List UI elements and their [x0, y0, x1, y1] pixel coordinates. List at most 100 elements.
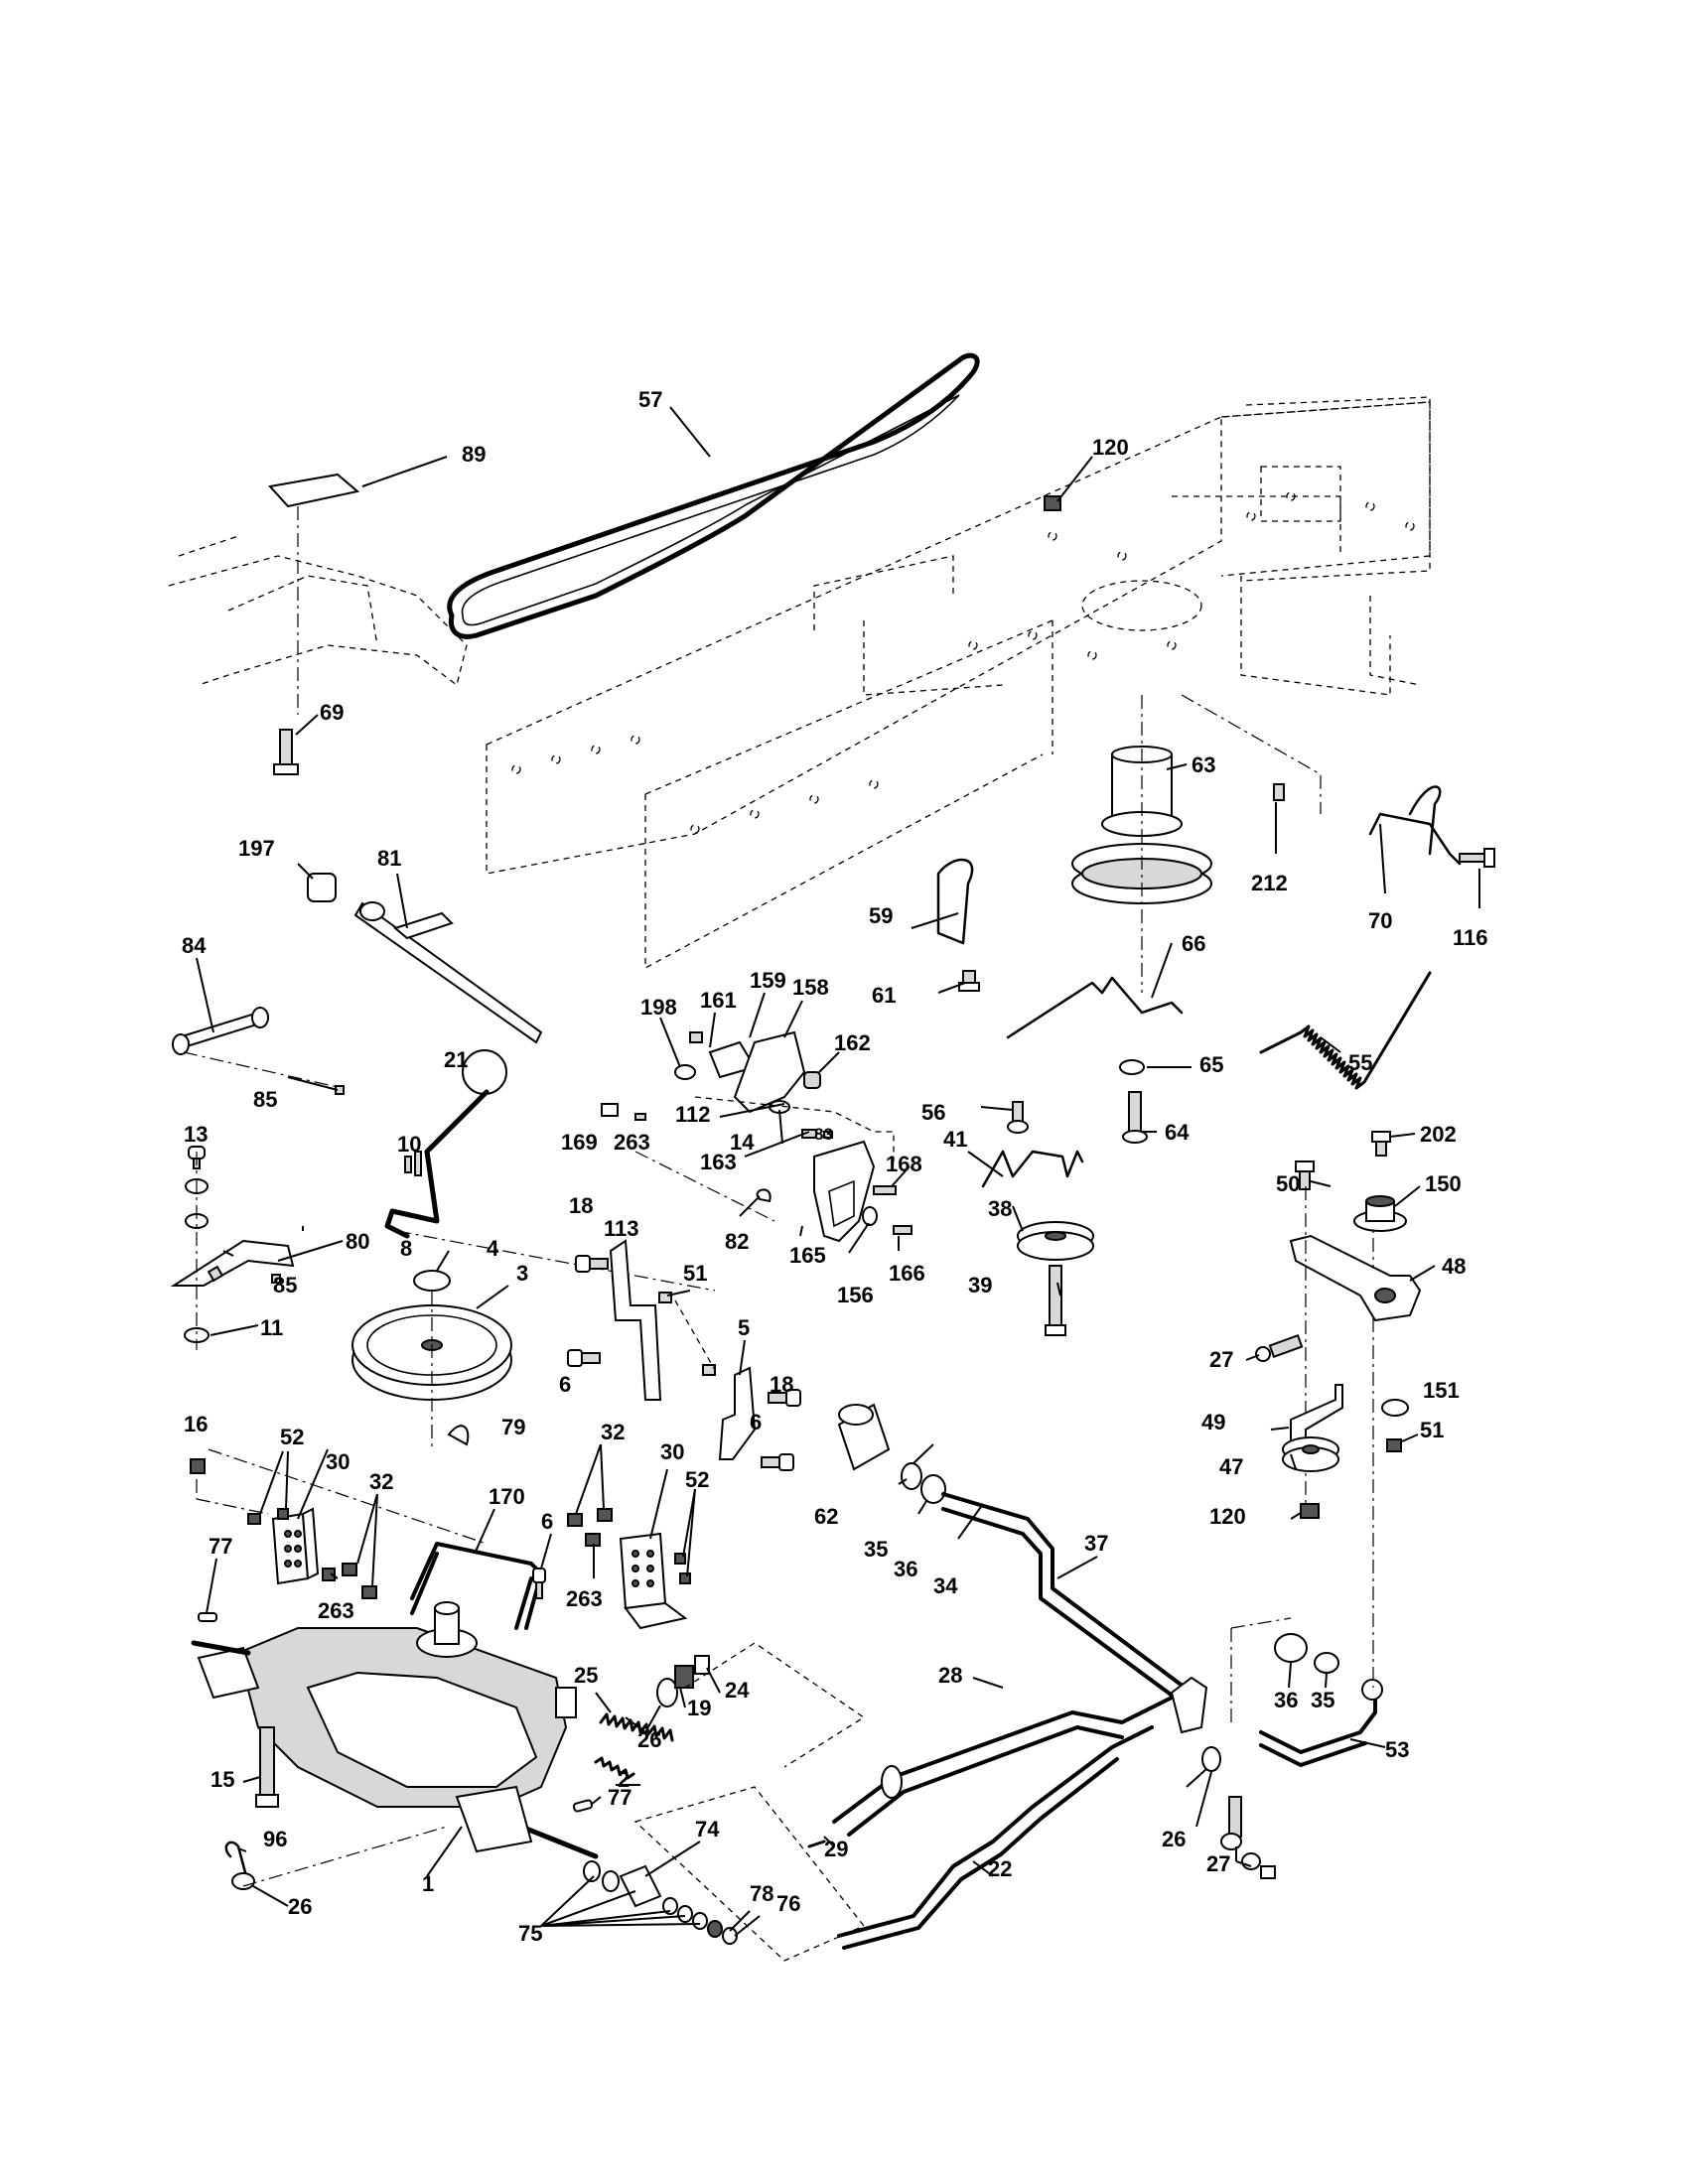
- callout-116: 116: [1453, 925, 1488, 950]
- callout-151: 151: [1423, 1378, 1460, 1403]
- link-84: [172, 1007, 269, 1055]
- callout-156: 156: [837, 1283, 874, 1307]
- callout-41: 41: [943, 1127, 967, 1152]
- callout-162: 162: [834, 1030, 871, 1055]
- callout-18-a: 18: [569, 1193, 593, 1218]
- callout-77-b: 77: [608, 1785, 632, 1810]
- callout-13: 13: [184, 1122, 208, 1147]
- callout-62: 62: [814, 1504, 838, 1529]
- washers-75: [583, 1860, 738, 1945]
- callout-28: 28: [938, 1663, 962, 1688]
- bolt-202: [1371, 1131, 1391, 1157]
- callout-169: 169: [561, 1130, 598, 1155]
- bolt-69: [273, 729, 299, 775]
- callout-3: 3: [516, 1261, 528, 1286]
- callout-6-b: 6: [750, 1410, 762, 1434]
- callout-198: 198: [640, 995, 677, 1020]
- callout-263-a: 263: [614, 1130, 650, 1155]
- callout-77-a: 77: [209, 1534, 232, 1559]
- callout-53: 53: [1385, 1737, 1409, 1762]
- callout-65: 65: [1199, 1052, 1223, 1077]
- callout-27-b: 27: [1206, 1851, 1230, 1876]
- bolt-166: [893, 1225, 912, 1235]
- bolt-56: [1007, 1101, 1029, 1134]
- callout-197: 197: [238, 836, 275, 861]
- callout-32-b: 32: [601, 1420, 625, 1444]
- rod-34-37: [941, 1492, 1193, 1705]
- callout-158: 158: [792, 975, 829, 1000]
- callout-36-b: 36: [1274, 1688, 1298, 1712]
- callout-163: 163: [700, 1150, 737, 1174]
- lever-8: [384, 1089, 490, 1239]
- callout-30-b: 30: [660, 1439, 684, 1464]
- rod-41: [981, 1150, 1084, 1188]
- callout-113: 113: [604, 1216, 639, 1241]
- callout-39: 39: [968, 1273, 992, 1297]
- callout-64: 64: [1165, 1120, 1190, 1145]
- bolt-18-a: [575, 1255, 609, 1273]
- callout-168: 168: [886, 1152, 922, 1176]
- callout-85-b: 85: [273, 1273, 297, 1297]
- callout-70: 70: [1368, 908, 1392, 933]
- callout-34: 34: [933, 1573, 958, 1598]
- callout-83: 83: [814, 1125, 833, 1144]
- bolt-27-a: [1220, 1796, 1261, 1870]
- nut-27-c: [1260, 1865, 1276, 1879]
- callout-80: 80: [346, 1229, 369, 1254]
- callout-8: 8: [400, 1236, 412, 1261]
- drive-belt: [447, 352, 980, 639]
- callout-78: 78: [750, 1881, 773, 1906]
- callout-57: 57: [638, 387, 662, 412]
- callout-38: 38: [988, 1196, 1012, 1221]
- callout-165: 165: [789, 1243, 826, 1268]
- bolt-61: [958, 970, 980, 992]
- callouts: 57 89 120 69 63 212 70 116 197 81 59 66 …: [182, 387, 1488, 1946]
- callout-24: 24: [725, 1678, 750, 1703]
- spacer-150: [1353, 1195, 1407, 1232]
- bolt-10: [404, 1151, 422, 1176]
- part-82: [756, 1188, 772, 1203]
- spring-55: [1259, 971, 1432, 1090]
- callout-120-b: 120: [1209, 1504, 1246, 1529]
- washer-151: [1381, 1399, 1409, 1417]
- nut-120-b: [1300, 1503, 1320, 1519]
- callout-26-c: 26: [637, 1727, 661, 1752]
- callout-59: 59: [869, 903, 893, 928]
- callout-263-b: 263: [318, 1598, 354, 1623]
- callout-166: 166: [889, 1261, 925, 1286]
- bracket-165: [813, 1140, 876, 1243]
- callout-5: 5: [738, 1315, 750, 1340]
- nut-19: [674, 1665, 694, 1689]
- callout-69: 69: [320, 700, 344, 725]
- callout-14-a: 14: [730, 1130, 755, 1155]
- bolt-50: [1295, 1160, 1315, 1190]
- bolt-39: [1045, 1265, 1066, 1336]
- knob-21: [462, 1049, 507, 1095]
- callout-16: 16: [184, 1412, 208, 1436]
- callout-52-a: 52: [280, 1425, 304, 1449]
- washer-26-a: [231, 1872, 255, 1890]
- clip-70: [1408, 785, 1442, 856]
- bracket-49: [1290, 1384, 1343, 1445]
- callout-263-c: 263: [566, 1586, 603, 1611]
- callout-37: 37: [1084, 1531, 1108, 1556]
- fender-dashed: [168, 535, 468, 687]
- key-77-a: [198, 1612, 217, 1622]
- bracket-89: [268, 473, 360, 508]
- callout-74: 74: [695, 1817, 720, 1842]
- spring-25: [599, 1712, 674, 1742]
- bracket-48: [1289, 1234, 1422, 1322]
- nut-120-a: [1044, 495, 1061, 511]
- callout-1: 1: [422, 1871, 434, 1896]
- bracket-113: [609, 1239, 662, 1401]
- callout-76: 76: [776, 1891, 800, 1916]
- callout-52-b: 52: [685, 1467, 709, 1492]
- washer-26-b: [1201, 1746, 1221, 1772]
- nut-24: [694, 1655, 710, 1675]
- callout-10: 10: [397, 1132, 421, 1157]
- bolt-6-a: [567, 1349, 601, 1367]
- callout-27-a: 27: [1209, 1347, 1233, 1372]
- callout-50: 50: [1276, 1171, 1300, 1196]
- pulley-47: [1282, 1436, 1339, 1472]
- rod-22: [837, 1725, 1154, 1950]
